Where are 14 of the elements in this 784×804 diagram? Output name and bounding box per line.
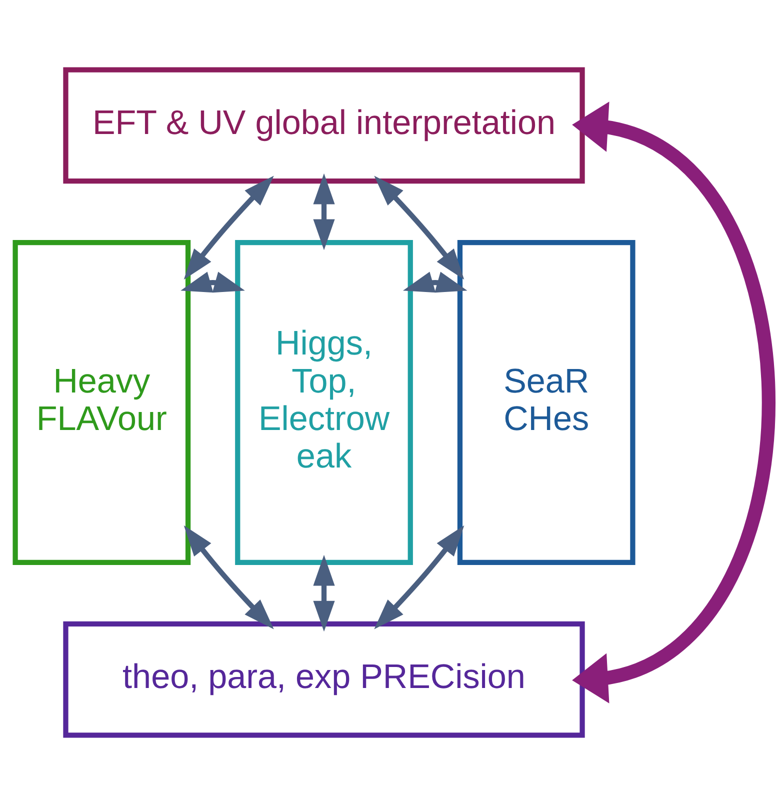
node-box: Heavy FLAVour [12, 240, 191, 564]
node-box: SeaR CHes [457, 240, 636, 564]
node-box: EFT & UV global interpretation [63, 66, 585, 184]
arrow [313, 554, 335, 632]
node-box: theo, para, exp PRECision [63, 620, 585, 738]
arrow [572, 101, 776, 703]
arrow [180, 271, 245, 292]
arrow [374, 524, 464, 629]
arrow [184, 175, 274, 280]
arrow [374, 175, 464, 280]
node-box: Higgs, Top, Electrow eak [235, 240, 413, 564]
arrow [184, 524, 274, 629]
arrow [313, 172, 335, 250]
arrow [402, 271, 468, 292]
